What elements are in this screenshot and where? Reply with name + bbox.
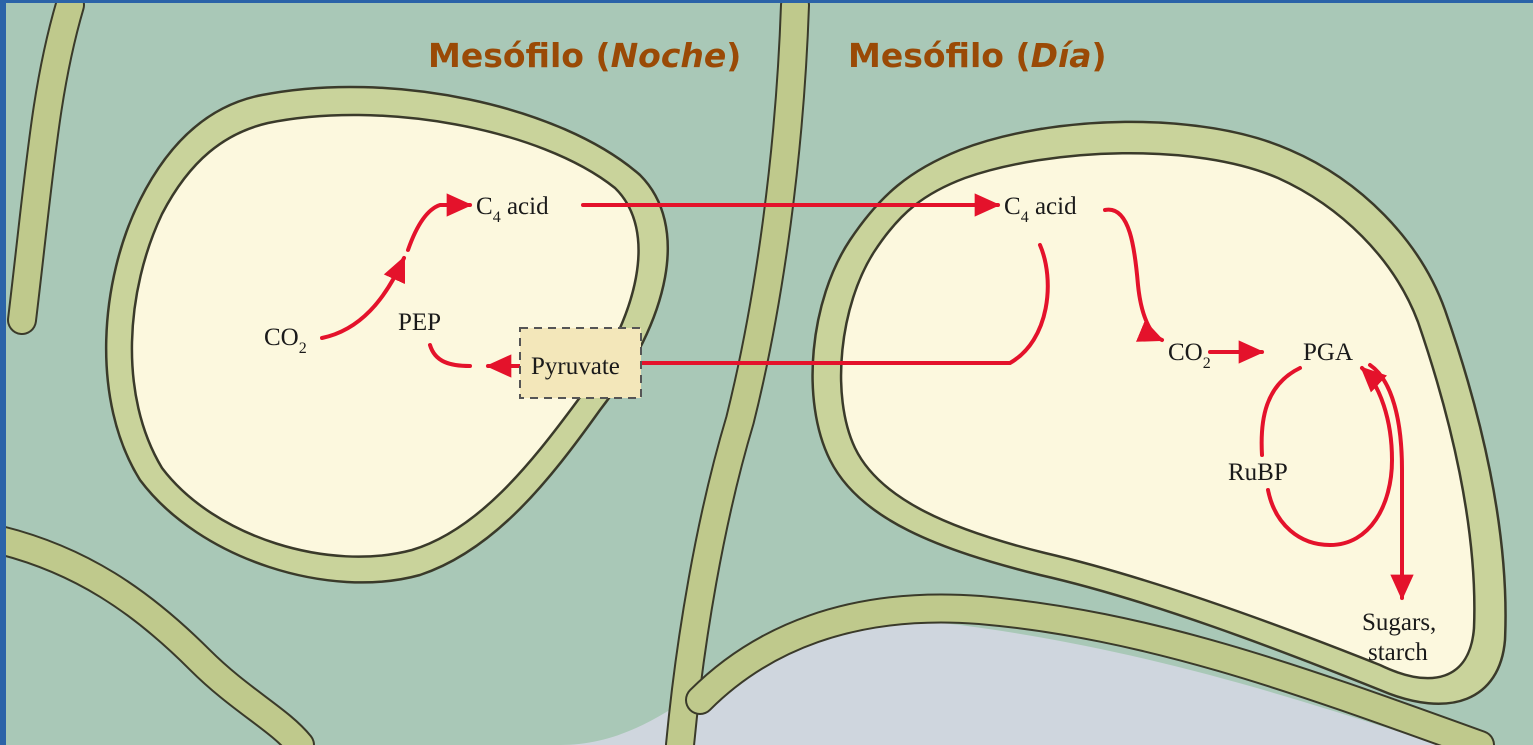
- label-c4acid-left: C4 acid: [476, 193, 549, 226]
- label-rubp: RuBP: [1228, 459, 1288, 486]
- arrow-pep-hook: [428, 343, 472, 368]
- label-pyruvate: Pyruvate: [531, 353, 620, 380]
- pathway-arrows: [320, 193, 1414, 601]
- right-cell: [811, 120, 1507, 705]
- label-co2-left: CO2: [264, 324, 307, 357]
- label-starch: starch: [1368, 639, 1428, 666]
- arrow-c4acid-to-co2: [1103, 207, 1165, 342]
- label-c4acid-right: C4 acid: [1004, 193, 1077, 226]
- label-co2-right: CO2: [1168, 339, 1211, 372]
- label-sugars: Sugars,: [1362, 609, 1436, 636]
- heading-day: Mesófilo (Día): [848, 36, 1107, 75]
- arrow-co2-to-pep: [320, 255, 406, 340]
- cycle-upper: [1259, 366, 1302, 457]
- arrow-pep-to-c4acid: [406, 193, 473, 252]
- arrow-return-line: [638, 243, 1050, 365]
- label-pga: PGA: [1303, 339, 1353, 366]
- left-cell: [105, 85, 669, 584]
- frame-top: [0, 0, 1533, 3]
- cycle-lower: [1266, 366, 1394, 547]
- arrow-pga-to-sugars: [1368, 363, 1414, 601]
- cell-walls: [0, 0, 1495, 745]
- frame-left: [0, 0, 6, 745]
- label-pep: PEP: [398, 309, 441, 336]
- heading-night: Mesófilo (Noche): [428, 36, 741, 75]
- pyruvate-box: [519, 327, 642, 399]
